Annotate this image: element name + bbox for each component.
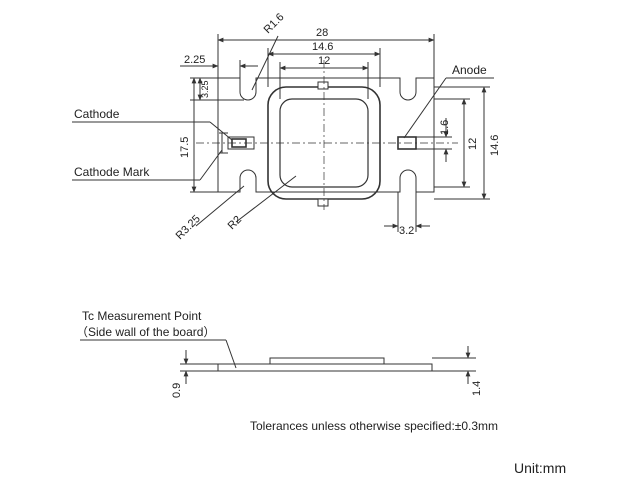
dim-notch-height: 3.25	[200, 80, 210, 98]
dim-corner-radius-small: R1.6	[262, 11, 287, 36]
dim-lens-radius: R2	[226, 214, 244, 232]
dim-total-height: 1.4	[471, 381, 483, 396]
tc-label-line1: Tc Measurement Point	[82, 309, 202, 323]
cathode-label: Cathode	[74, 107, 120, 121]
dim-lens-width: 12	[318, 55, 330, 67]
dim-overall-height: 17.5	[179, 137, 191, 158]
tolerance-note: Tolerances unless otherwise specified:±0…	[250, 419, 498, 433]
board-side	[217, 363, 433, 372]
cathode-pad	[227, 136, 255, 150]
top-view	[72, 34, 494, 232]
dim-right-height-outer: 14.6	[489, 135, 501, 156]
dim-corner-radius-large: R3.25	[174, 213, 203, 242]
dim-left-offset: 2.25	[184, 54, 205, 66]
unit-note: Unit:mm	[514, 460, 566, 476]
r325-leader	[195, 185, 245, 227]
anode-pad	[397, 136, 417, 150]
anode-leader	[403, 77, 447, 139]
dim-overall-width: 28	[316, 27, 328, 39]
footer: Tolerances unless otherwise specified:±0…	[250, 419, 566, 476]
anode-label: Anode	[452, 63, 487, 77]
cathode-mark-label: Cathode Mark	[74, 165, 150, 179]
dim-board-thickness: 0.9	[171, 383, 183, 398]
tc-label-line2: （Side wall of the board）	[76, 325, 215, 339]
board-outline	[217, 77, 435, 193]
r16-leader	[251, 35, 279, 91]
cathode-pad-inner	[231, 138, 247, 148]
dim-pad-width: 3.2	[399, 225, 414, 237]
dim-right-height-inner: 12	[467, 138, 479, 150]
lens-mark-top	[317, 81, 329, 90]
r2-leader	[235, 175, 297, 223]
dim-pad-height: 1.6	[439, 120, 451, 135]
lens-side	[269, 357, 385, 365]
top-view-labels: 28 14.6 12 2.25 3.25 17.5 14.6 12 1.6 3.…	[74, 11, 501, 242]
dim-inner-width: 14.6	[312, 41, 333, 53]
side-view	[80, 339, 476, 384]
lens-mark-bottom	[317, 198, 329, 207]
side-view-labels: 0.9 1.4 Tc Measurement Point （Side wall …	[76, 309, 483, 398]
